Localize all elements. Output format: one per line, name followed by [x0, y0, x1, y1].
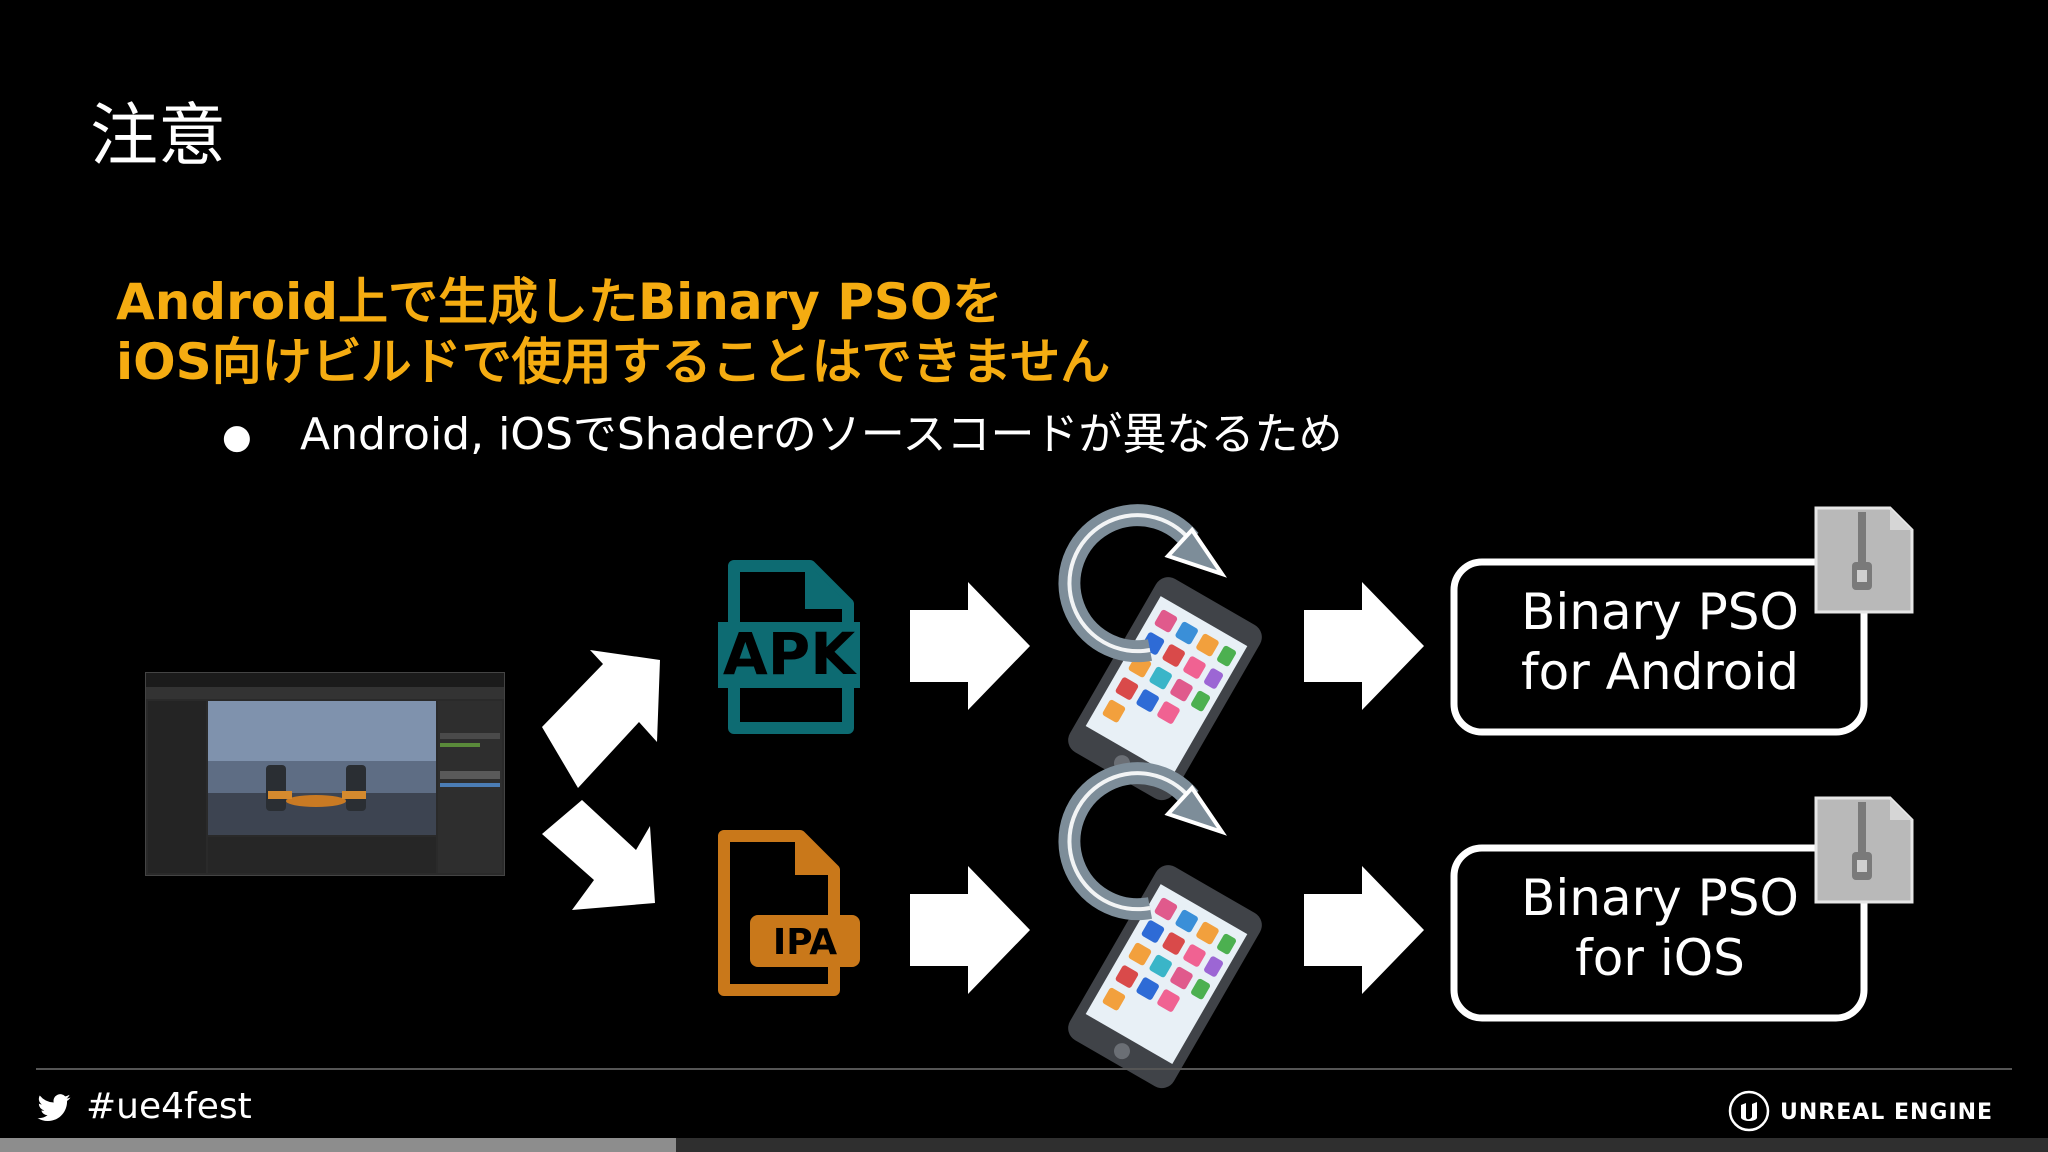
zip-file-icon [1814, 506, 1914, 614]
ios-pso-label: Binary PSO for iOS [1470, 868, 1850, 988]
unreal-editor-screenshot [145, 672, 505, 876]
arrow-right-icon [910, 582, 1030, 710]
android-pso-line-2: for Android [1521, 643, 1799, 701]
warning-line-1: Android上で生成したBinary PSOを [116, 273, 1003, 331]
hashtag: #ue4fest [86, 1086, 252, 1127]
arrow-up-right-icon [542, 650, 660, 788]
progress-bar-filled [0, 1138, 676, 1152]
apk-label: APK [723, 620, 857, 688]
warning-line-2: iOS向けビルドで使用することはできません [116, 333, 1111, 391]
unreal-engine-brand: UNREAL ENGINE [1780, 1100, 1994, 1125]
apk-file-icon [718, 560, 860, 734]
ipa-label: IPA [773, 922, 837, 963]
unreal-engine-logo-icon [1728, 1090, 1770, 1132]
android-pso-box [1450, 558, 1868, 736]
progress-bar-track [676, 1138, 2048, 1152]
arrow-right-icon [910, 866, 1030, 994]
bullet-text: Android, iOSでShaderのソースコードが異なるため [300, 409, 1343, 460]
android-pso-line-1: Binary PSO [1521, 583, 1799, 641]
ios-pso-box [1450, 844, 1868, 1022]
ios-pso-line-2: for iOS [1575, 929, 1745, 987]
twitter-icon [37, 1094, 71, 1122]
warning-text: Android上で生成したBinary PSOを iOS向けビルドで使用すること… [116, 272, 1110, 392]
ios-pso-line-1: Binary PSO [1521, 869, 1799, 927]
phone-refresh-icon [1058, 504, 1262, 801]
ipa-file-icon [718, 830, 860, 996]
footer-divider [36, 1068, 2012, 1070]
android-pso-label: Binary PSO for Android [1470, 582, 1850, 702]
bullet-item: ● Android, iOSでShaderのソースコードが異なるため [222, 398, 1343, 462]
slide-title: 注意 [90, 97, 227, 176]
arrow-down-right-icon [542, 800, 655, 910]
phone-refresh-icon [1058, 762, 1262, 1089]
arrow-right-icon [1304, 866, 1424, 994]
zip-file-icon [1814, 796, 1914, 904]
bullet-icon: ● [222, 417, 252, 457]
arrow-right-icon [1304, 582, 1424, 710]
